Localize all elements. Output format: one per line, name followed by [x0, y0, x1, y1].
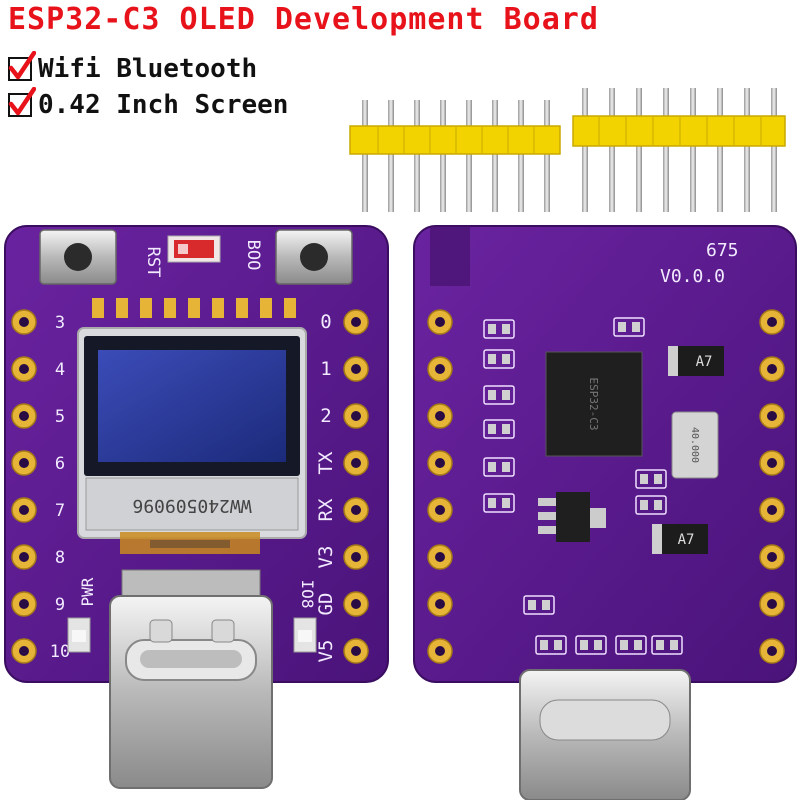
- left-pin-label: 5: [55, 407, 65, 427]
- right-pin-label: 0: [320, 311, 331, 333]
- usb-c-port-front: [109, 569, 273, 789]
- header-pin: [582, 88, 588, 212]
- right-pin-label: V5: [315, 640, 337, 663]
- board-version: V0.0.0: [660, 266, 725, 287]
- feature-label: Wifi Bluetooth: [38, 54, 258, 84]
- right-pin-label: V3: [315, 546, 337, 569]
- checkmark-icon: [8, 87, 36, 117]
- header-pin: [771, 88, 777, 212]
- header-pin: [717, 88, 723, 212]
- header-pin: [466, 100, 472, 212]
- header-pin: [636, 88, 642, 212]
- left-pin-label: 4: [55, 360, 65, 380]
- boot-button: [275, 229, 353, 285]
- diode-bottom: A7: [652, 524, 708, 554]
- back-board: 675 V0.0.0 ESP32-C3 A7 A7 40.000: [413, 225, 797, 800]
- diode-top: A7: [668, 346, 724, 376]
- chip-marking: ESP32-C3: [587, 378, 600, 431]
- io8-label: IO8: [298, 580, 317, 609]
- left-pin-label: 9: [55, 595, 65, 615]
- left-pin-label: 8: [55, 548, 65, 568]
- oled-ribbon-code: WW240509096: [132, 495, 251, 516]
- crystal: 40.000: [671, 411, 719, 479]
- header-pin: [518, 100, 524, 212]
- board-code: 675: [706, 240, 739, 261]
- header-pin: [609, 88, 615, 212]
- pin-header-left: [349, 100, 561, 212]
- header-pin: [744, 88, 750, 212]
- reset-button: [39, 229, 117, 285]
- boot-label: BOO: [243, 240, 263, 271]
- right-pin-label: GD: [315, 593, 337, 616]
- usb-c-port-back: [519, 669, 691, 800]
- header-pin: [492, 100, 498, 212]
- header-pin: [544, 100, 550, 212]
- left-pin-label: 3: [55, 313, 65, 333]
- oled-screen: WW240509096: [77, 327, 307, 554]
- page-title: ESP32-C3 OLED Development Board: [8, 2, 599, 37]
- header-pin: [388, 100, 394, 212]
- header-pin: [663, 88, 669, 212]
- left-pin-label: 6: [55, 454, 65, 474]
- rst-label: RST: [143, 247, 163, 278]
- feature-wifi-bluetooth: Wifi Bluetooth: [8, 51, 258, 84]
- left-pin-label: 10: [50, 642, 70, 662]
- right-pin-label: 1: [320, 358, 331, 380]
- right-pin-label: TX: [315, 451, 337, 474]
- right-pin-label: 2: [320, 405, 331, 427]
- left-pin-label: 7: [55, 501, 65, 521]
- front-board: RST BOO WW240509096 3 4 5 6 7 8 9 10 0 1 2TX RX V3G…: [4, 225, 389, 789]
- svg-text:A7: A7: [696, 354, 713, 370]
- feature-oled-screen: 0.42 Inch Screen: [8, 87, 289, 120]
- checkmark-icon: [8, 51, 36, 81]
- svg-text:A7: A7: [678, 532, 695, 548]
- esp32-chip: ESP32-C3: [545, 351, 643, 457]
- right-pin-label: RX: [315, 498, 337, 521]
- pwr-label: PWR: [78, 577, 97, 606]
- header-pin: [690, 88, 696, 212]
- pin-header-right: [572, 88, 786, 212]
- header-pin: [362, 100, 368, 212]
- svg-text:40.000: 40.000: [689, 427, 700, 463]
- header-pin: [440, 100, 446, 212]
- feature-label: 0.42 Inch Screen: [38, 90, 289, 120]
- header-pin: [414, 100, 420, 212]
